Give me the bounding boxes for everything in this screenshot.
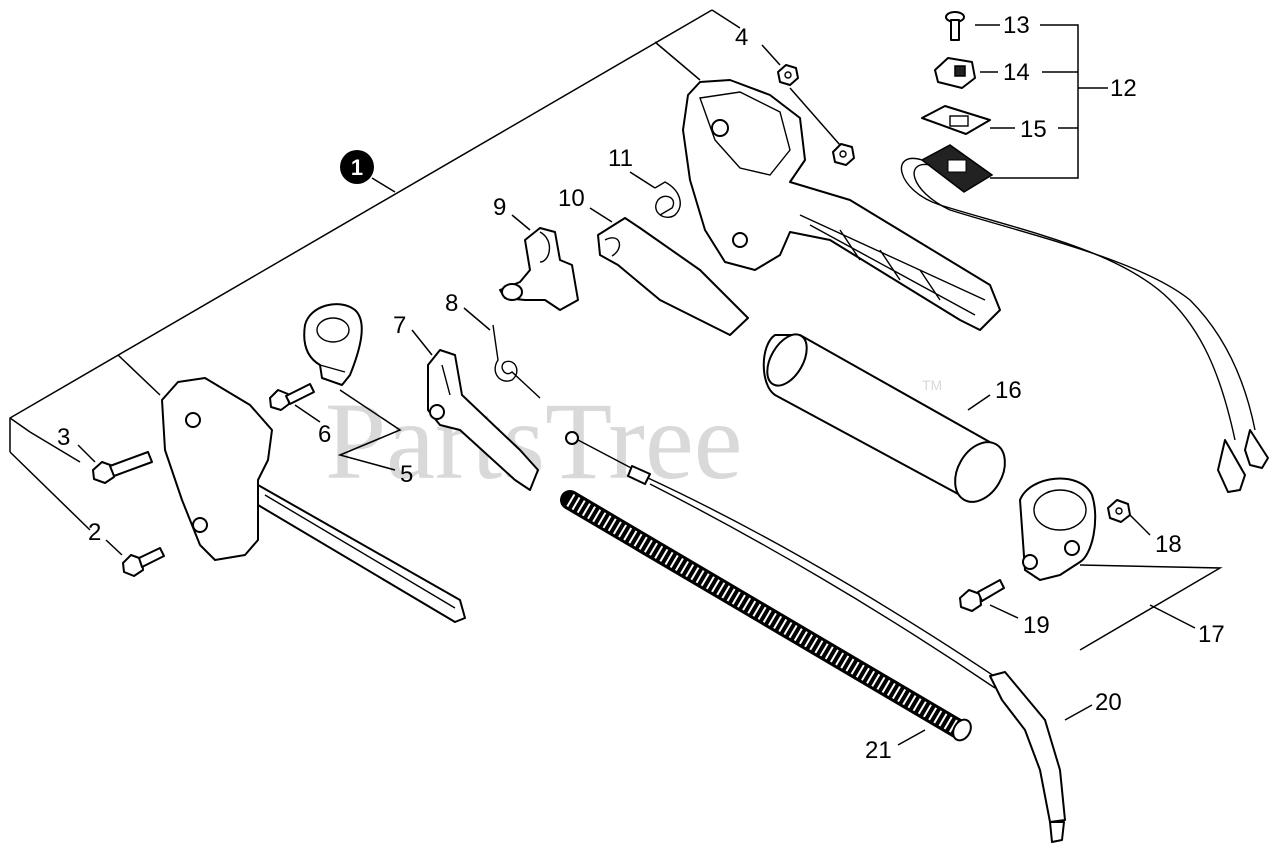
callout-18[interactable]: 18 (1155, 531, 1182, 558)
callout-13[interactable]: 13 (1003, 12, 1030, 39)
callout-21[interactable]: 21 (865, 737, 892, 764)
lockout-lever-part[interactable] (597, 217, 749, 336)
switch-knob-part[interactable] (934, 57, 976, 89)
callout-8[interactable]: 8 (445, 290, 458, 317)
nut-right-part[interactable] (1107, 499, 1131, 523)
callout-2[interactable]: 2 (88, 519, 101, 546)
leader-lines (77, 24, 1223, 746)
callout-20[interactable]: 20 (1095, 689, 1122, 716)
assembly-badge[interactable]: 1 (340, 150, 374, 184)
callout-16[interactable]: 16 (995, 377, 1022, 404)
handle-housing-left-part[interactable] (161, 377, 466, 623)
bolt-short-part[interactable] (122, 547, 165, 577)
torsion-spring-part[interactable] (492, 324, 541, 399)
callout-15[interactable]: 15 (1020, 116, 1047, 143)
watermark-trademark: TM (922, 377, 942, 393)
callout-5[interactable]: 5 (400, 461, 413, 488)
screw-part[interactable] (945, 11, 965, 41)
grip-tube-part[interactable] (759, 328, 1015, 511)
throttle-cable-part[interactable] (565, 431, 1066, 843)
callout-6[interactable]: 6 (318, 421, 331, 448)
nut-lower-part[interactable] (832, 143, 855, 166)
torsion-spring-small-part[interactable] (654, 181, 681, 218)
assembly-badge-label: 1 (351, 155, 363, 180)
throttle-trigger-part[interactable] (427, 349, 539, 491)
bolt-long-part[interactable] (92, 451, 153, 484)
throttle-lever-part[interactable] (499, 227, 579, 311)
nut-top-part[interactable] (777, 64, 799, 86)
handle-housing-part[interactable] (682, 79, 1001, 331)
assembly-bracket (9, 9, 741, 531)
bolt-small-part[interactable] (269, 383, 315, 411)
callout-17[interactable]: 17 (1198, 621, 1225, 648)
cable-coil-part[interactable] (560, 490, 974, 744)
watermark-text: PartsTree (325, 380, 743, 502)
callout-12[interactable]: 12 (1110, 75, 1137, 102)
callout-14[interactable]: 14 (1003, 59, 1030, 86)
callout-3[interactable]: 3 (57, 424, 70, 451)
callout-4[interactable]: 4 (735, 24, 748, 51)
stop-switch-part[interactable] (900, 144, 1269, 493)
bolt-right-part[interactable] (959, 579, 1005, 612)
clamp-part[interactable] (303, 303, 363, 386)
callout-19[interactable]: 19 (1023, 612, 1050, 639)
callout-11[interactable]: 11 (608, 145, 633, 172)
callout-10[interactable]: 10 (558, 185, 585, 212)
switch-label-part[interactable] (921, 105, 991, 135)
clamp-right-part[interactable] (1019, 477, 1097, 581)
callout-9[interactable]: 9 (493, 194, 506, 221)
callout-7[interactable]: 7 (393, 312, 406, 339)
callouts: 4 13 14 12 15 11 10 9 8 7 6 5 3 2 16 18 … (57, 12, 1225, 764)
